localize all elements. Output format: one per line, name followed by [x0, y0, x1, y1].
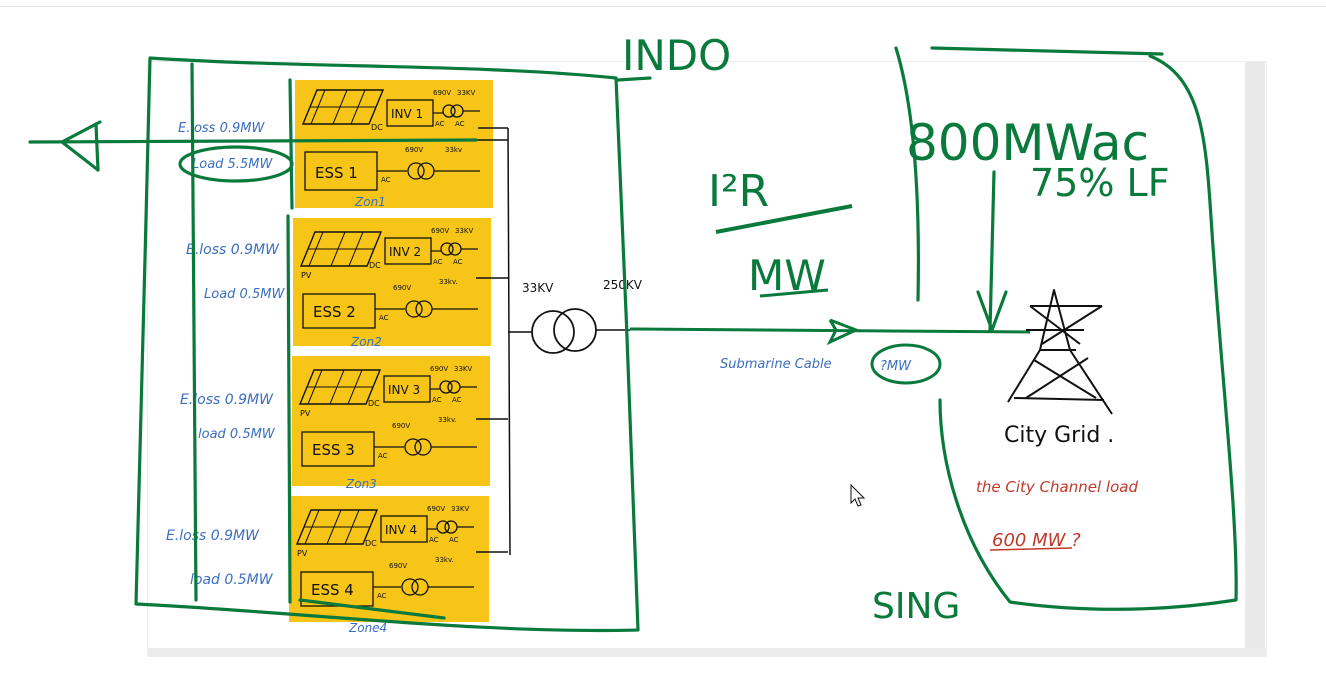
cable-mw-label: ?MW	[880, 359, 912, 374]
voltage-label: 33KV	[451, 505, 469, 513]
voltage-label: 33kv.	[435, 556, 454, 564]
voltage-label: 33KV	[454, 365, 472, 373]
ac-label: AC	[432, 396, 442, 404]
pv-label: PV	[301, 271, 312, 280]
zone-1: INV 1 DC 690V 33KV AC AC ESS 1 AC 690V 3…	[295, 80, 493, 209]
sing-region: 800MWac 75% LF SING	[872, 46, 1238, 627]
dc-label: DC	[371, 123, 383, 132]
voltage-label: 690V	[405, 146, 423, 154]
pv-label: PV	[300, 409, 311, 418]
indo-label: INDO	[622, 31, 731, 80]
ac-label: AC	[455, 120, 465, 128]
inverter-label: INV 2	[389, 245, 421, 259]
ess-box	[301, 431, 375, 467]
transformer-right-kv: 250KV	[603, 278, 643, 292]
voltage-label: 33KV	[455, 227, 473, 235]
load-label: load 0.5MW	[198, 427, 276, 442]
zone-label: Zon1	[354, 195, 386, 209]
zone-box	[292, 356, 490, 486]
eloss-label: E.loss 0.9MW	[166, 528, 260, 544]
transformer-left-kv: 33KV	[522, 281, 554, 295]
ess-label: ESS 3	[312, 441, 355, 459]
dc-label: DC	[365, 539, 377, 548]
ac-label: AC	[452, 396, 462, 404]
city-grid-label: City Grid .	[1004, 423, 1114, 448]
zone-3: PV INV 3 DC 690V 33KV AC AC ESS 3 AC 690…	[292, 356, 490, 491]
main-transformer: 33KV 250KV	[522, 278, 643, 354]
voltage-label: 690V	[392, 422, 410, 430]
zone-box	[295, 80, 493, 208]
question-line2: 600 MW ?	[992, 530, 1081, 551]
ac-label: AC	[453, 258, 463, 266]
eloss-label: E.loss 0.9MW	[180, 392, 274, 408]
voltage-label: 690V	[389, 562, 407, 570]
top-divider	[0, 6, 1326, 7]
dc-label: DC	[369, 261, 381, 270]
question-line1: the City Channel load	[976, 478, 1138, 496]
city-load-question: the City Channel load 600 MW ?	[976, 478, 1138, 551]
dc-label: DC	[368, 399, 380, 408]
right-scroll-strip	[1245, 62, 1265, 656]
ess-label: ESS 2	[313, 303, 356, 321]
pv-label: PV	[297, 549, 308, 558]
voltage-label: 690V	[431, 227, 449, 235]
zone-box	[289, 496, 489, 622]
cable-mw-circle	[870, 343, 942, 385]
bottom-scroll-strip	[148, 648, 1266, 656]
zone-4: PV INV 4 DC 690V 33KV AC AC ESS 4 AC 690…	[289, 496, 489, 635]
city-grid-tower: City Grid .	[1004, 289, 1114, 448]
bus-line	[476, 127, 630, 556]
zone-label: Zon2	[350, 335, 382, 349]
ac-label: AC	[433, 258, 443, 266]
zone-box	[293, 218, 491, 346]
ess-label: ESS 1	[315, 164, 358, 182]
indo-region: INDO	[28, 31, 731, 633]
load-label: Load 0.5MW	[204, 287, 285, 302]
voltage-label: 690V	[430, 365, 448, 373]
loss-formula: I²R MW	[708, 166, 853, 300]
voltage-label: 33kv.	[439, 278, 458, 286]
load-factor-label: 75% LF	[1030, 161, 1170, 205]
cable-label: Submarine Cable	[720, 357, 832, 372]
ac-label: AC	[378, 452, 388, 460]
voltage-label: 690V	[427, 505, 445, 513]
zone-label: Zon3	[345, 477, 377, 491]
inverter-label: INV 4	[385, 523, 417, 537]
voltage-label: 690V	[393, 284, 411, 292]
zone-2: PV INV 2 DC 690V 33KV AC AC ESS 2 AC 690…	[293, 218, 491, 349]
formula-top: I²R	[708, 166, 769, 217]
capacity-label: 800MWac	[906, 114, 1149, 172]
load-label: load 0.5MW	[190, 572, 274, 588]
ac-label: AC	[379, 314, 389, 322]
ess-label: ESS 4	[311, 581, 354, 599]
voltage-label: 33kv.	[438, 416, 457, 424]
ac-label: AC	[429, 536, 439, 544]
zone-annotations: E.loss 0.9MW Load 5.5MW E.loss 0.9MW Loa…	[166, 121, 285, 588]
inverter-label: INV 3	[388, 383, 420, 397]
load-label: Load 5.5MW	[192, 157, 273, 172]
ac-label: AC	[435, 120, 445, 128]
mouse-cursor-icon	[850, 483, 866, 507]
ac-label: AC	[377, 592, 387, 600]
eloss-label: E.loss 0.9MW	[178, 121, 265, 136]
eloss-label: E.loss 0.9MW	[186, 242, 280, 258]
voltage-label: 33KV	[457, 89, 475, 97]
zone-label: Zone4	[348, 621, 387, 635]
voltage-label: 33kv	[445, 146, 462, 154]
submarine-cable: Submarine Cable ?MW	[629, 318, 1031, 385]
sing-label: SING	[872, 586, 960, 627]
voltage-label: 690V	[433, 89, 451, 97]
inverter-label: INV 1	[391, 107, 423, 121]
ess-box	[302, 293, 376, 329]
ac-label: AC	[381, 176, 391, 184]
ac-label: AC	[449, 536, 459, 544]
